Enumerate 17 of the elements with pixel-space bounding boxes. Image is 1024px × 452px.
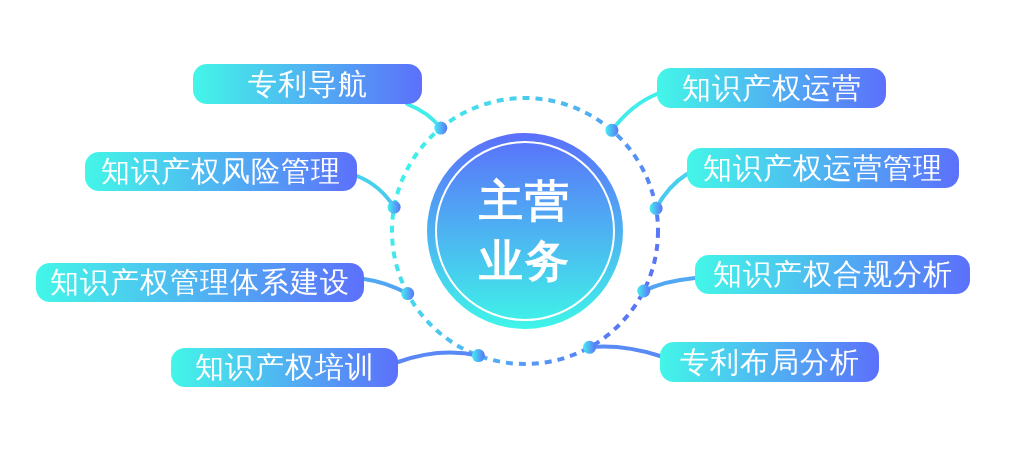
center-circle: 主营业务 [427,133,623,329]
connector-line [649,172,689,215]
topic-pill: 知识产权合规分析 [695,255,970,294]
connector-line [583,340,662,358]
topic-pill: 专利导航 [193,64,422,104]
topic-pill: 知识产权风险管理 [85,152,357,191]
connector-line [362,277,415,301]
topic-pill: 专利布局分析 [660,342,879,382]
topic-pill: 知识产权培训 [171,348,398,387]
connector-line [605,92,659,137]
topic-pill: 知识产权管理体系建设 [36,263,364,302]
topic-pill: 知识产权运营 [657,68,886,108]
connector-line [637,276,697,298]
connector-line [405,102,448,135]
topic-pill: 知识产权运营管理 [687,148,959,188]
connector-line [355,174,401,214]
connector-line [396,349,485,364]
